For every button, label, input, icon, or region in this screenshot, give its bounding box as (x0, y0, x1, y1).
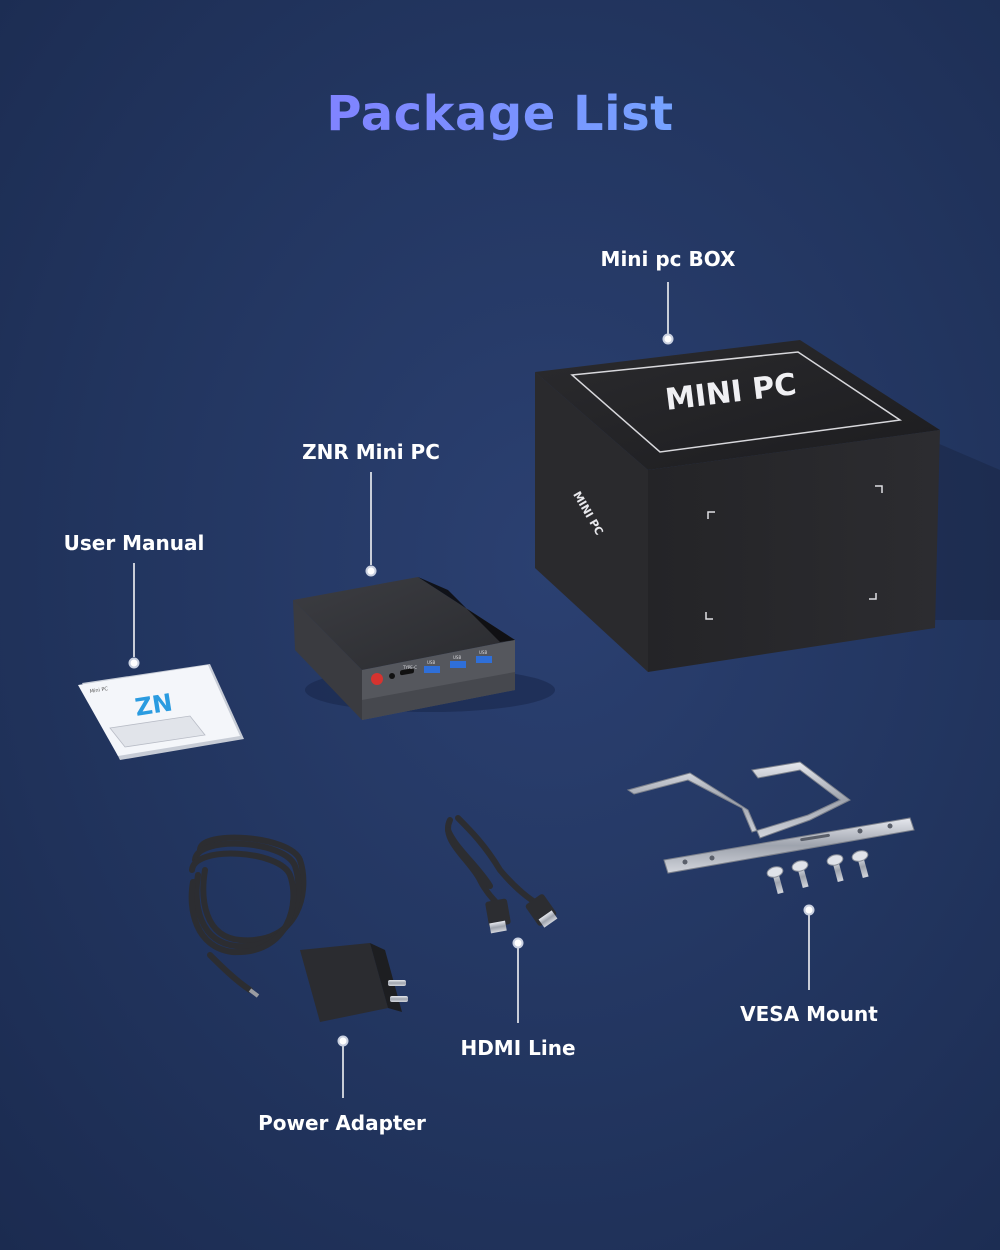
vesa-screws (766, 850, 869, 895)
adapter-dc-plug (248, 988, 260, 998)
manual-corner-text: Mini PC (89, 686, 109, 695)
label-mini-pc-box: Mini pc BOX (600, 247, 736, 271)
usb-port-2-label: USB (453, 655, 461, 660)
vesa-rail-holes (682, 823, 893, 865)
box-top-frame (570, 351, 903, 453)
mini-pc-box: MINI PC MINI PC (535, 340, 1000, 672)
adapter-cable-coil (188, 834, 307, 993)
callout-dot-pc (365, 565, 377, 577)
box-side-face (535, 372, 648, 672)
page-title: Package List (0, 86, 1000, 142)
usb-port-2-icon (450, 661, 466, 668)
hdmi-cable (445, 815, 558, 934)
vesa-rail (663, 817, 915, 874)
box-top-face (535, 340, 940, 470)
callout-lines (133, 282, 810, 1098)
manual-logo: ZN (133, 688, 174, 722)
vesa-bracket (626, 761, 851, 839)
callout-dot-vesa (803, 904, 815, 916)
box-front-face (648, 430, 940, 672)
label-hdmi-line: HDMI Line (460, 1036, 576, 1060)
usb-c-port-icon (400, 668, 414, 676)
label-znr-mini-pc: ZNR Mini PC (302, 440, 440, 464)
user-manual: ZN Mini PC (78, 664, 244, 760)
callout-dots (128, 333, 815, 1047)
hdmi-plug-2-tip (538, 910, 558, 928)
audio-jack-icon (389, 673, 395, 679)
usb-port-1-icon (424, 666, 440, 673)
callout-dot-box (662, 333, 674, 345)
box-shadow (930, 440, 1000, 620)
power-button-icon (371, 673, 383, 685)
adapter-body (300, 943, 388, 1022)
hdmi-cable-coil (445, 815, 543, 908)
usb-port-3-icon (476, 656, 492, 663)
label-user-manual: User Manual (63, 531, 205, 555)
hdmi-plug-1-tip (489, 920, 507, 934)
pc-left-face (293, 600, 362, 720)
callout-dot-hdmi (512, 937, 524, 949)
callout-dot-manual (128, 657, 140, 669)
manual-pc-drawing (109, 715, 206, 748)
usb-c-port-label: TYPE-C (402, 665, 417, 670)
hdmi-plug-1 (485, 898, 511, 928)
pc-base-band (362, 672, 515, 720)
usb-port-1-label: USB (427, 660, 435, 665)
usb-port-3-label: USB (479, 650, 487, 655)
adapter-prong-2 (390, 996, 408, 1002)
adapter-side (370, 943, 402, 1012)
power-adapter (188, 834, 408, 1022)
pc-glossy-corner (418, 577, 515, 642)
pc-top-face (293, 577, 515, 670)
label-vesa-mount: VESA Mount (740, 1002, 878, 1026)
adapter-prong-1 (388, 980, 406, 986)
box-front-corner-marks (705, 485, 883, 620)
znr-mini-pc: TYPE-C USB USB USB (293, 577, 555, 720)
label-power-adapter: Power Adapter (258, 1111, 426, 1135)
vesa-mount (626, 761, 915, 895)
callout-dot-adapter (337, 1035, 349, 1047)
